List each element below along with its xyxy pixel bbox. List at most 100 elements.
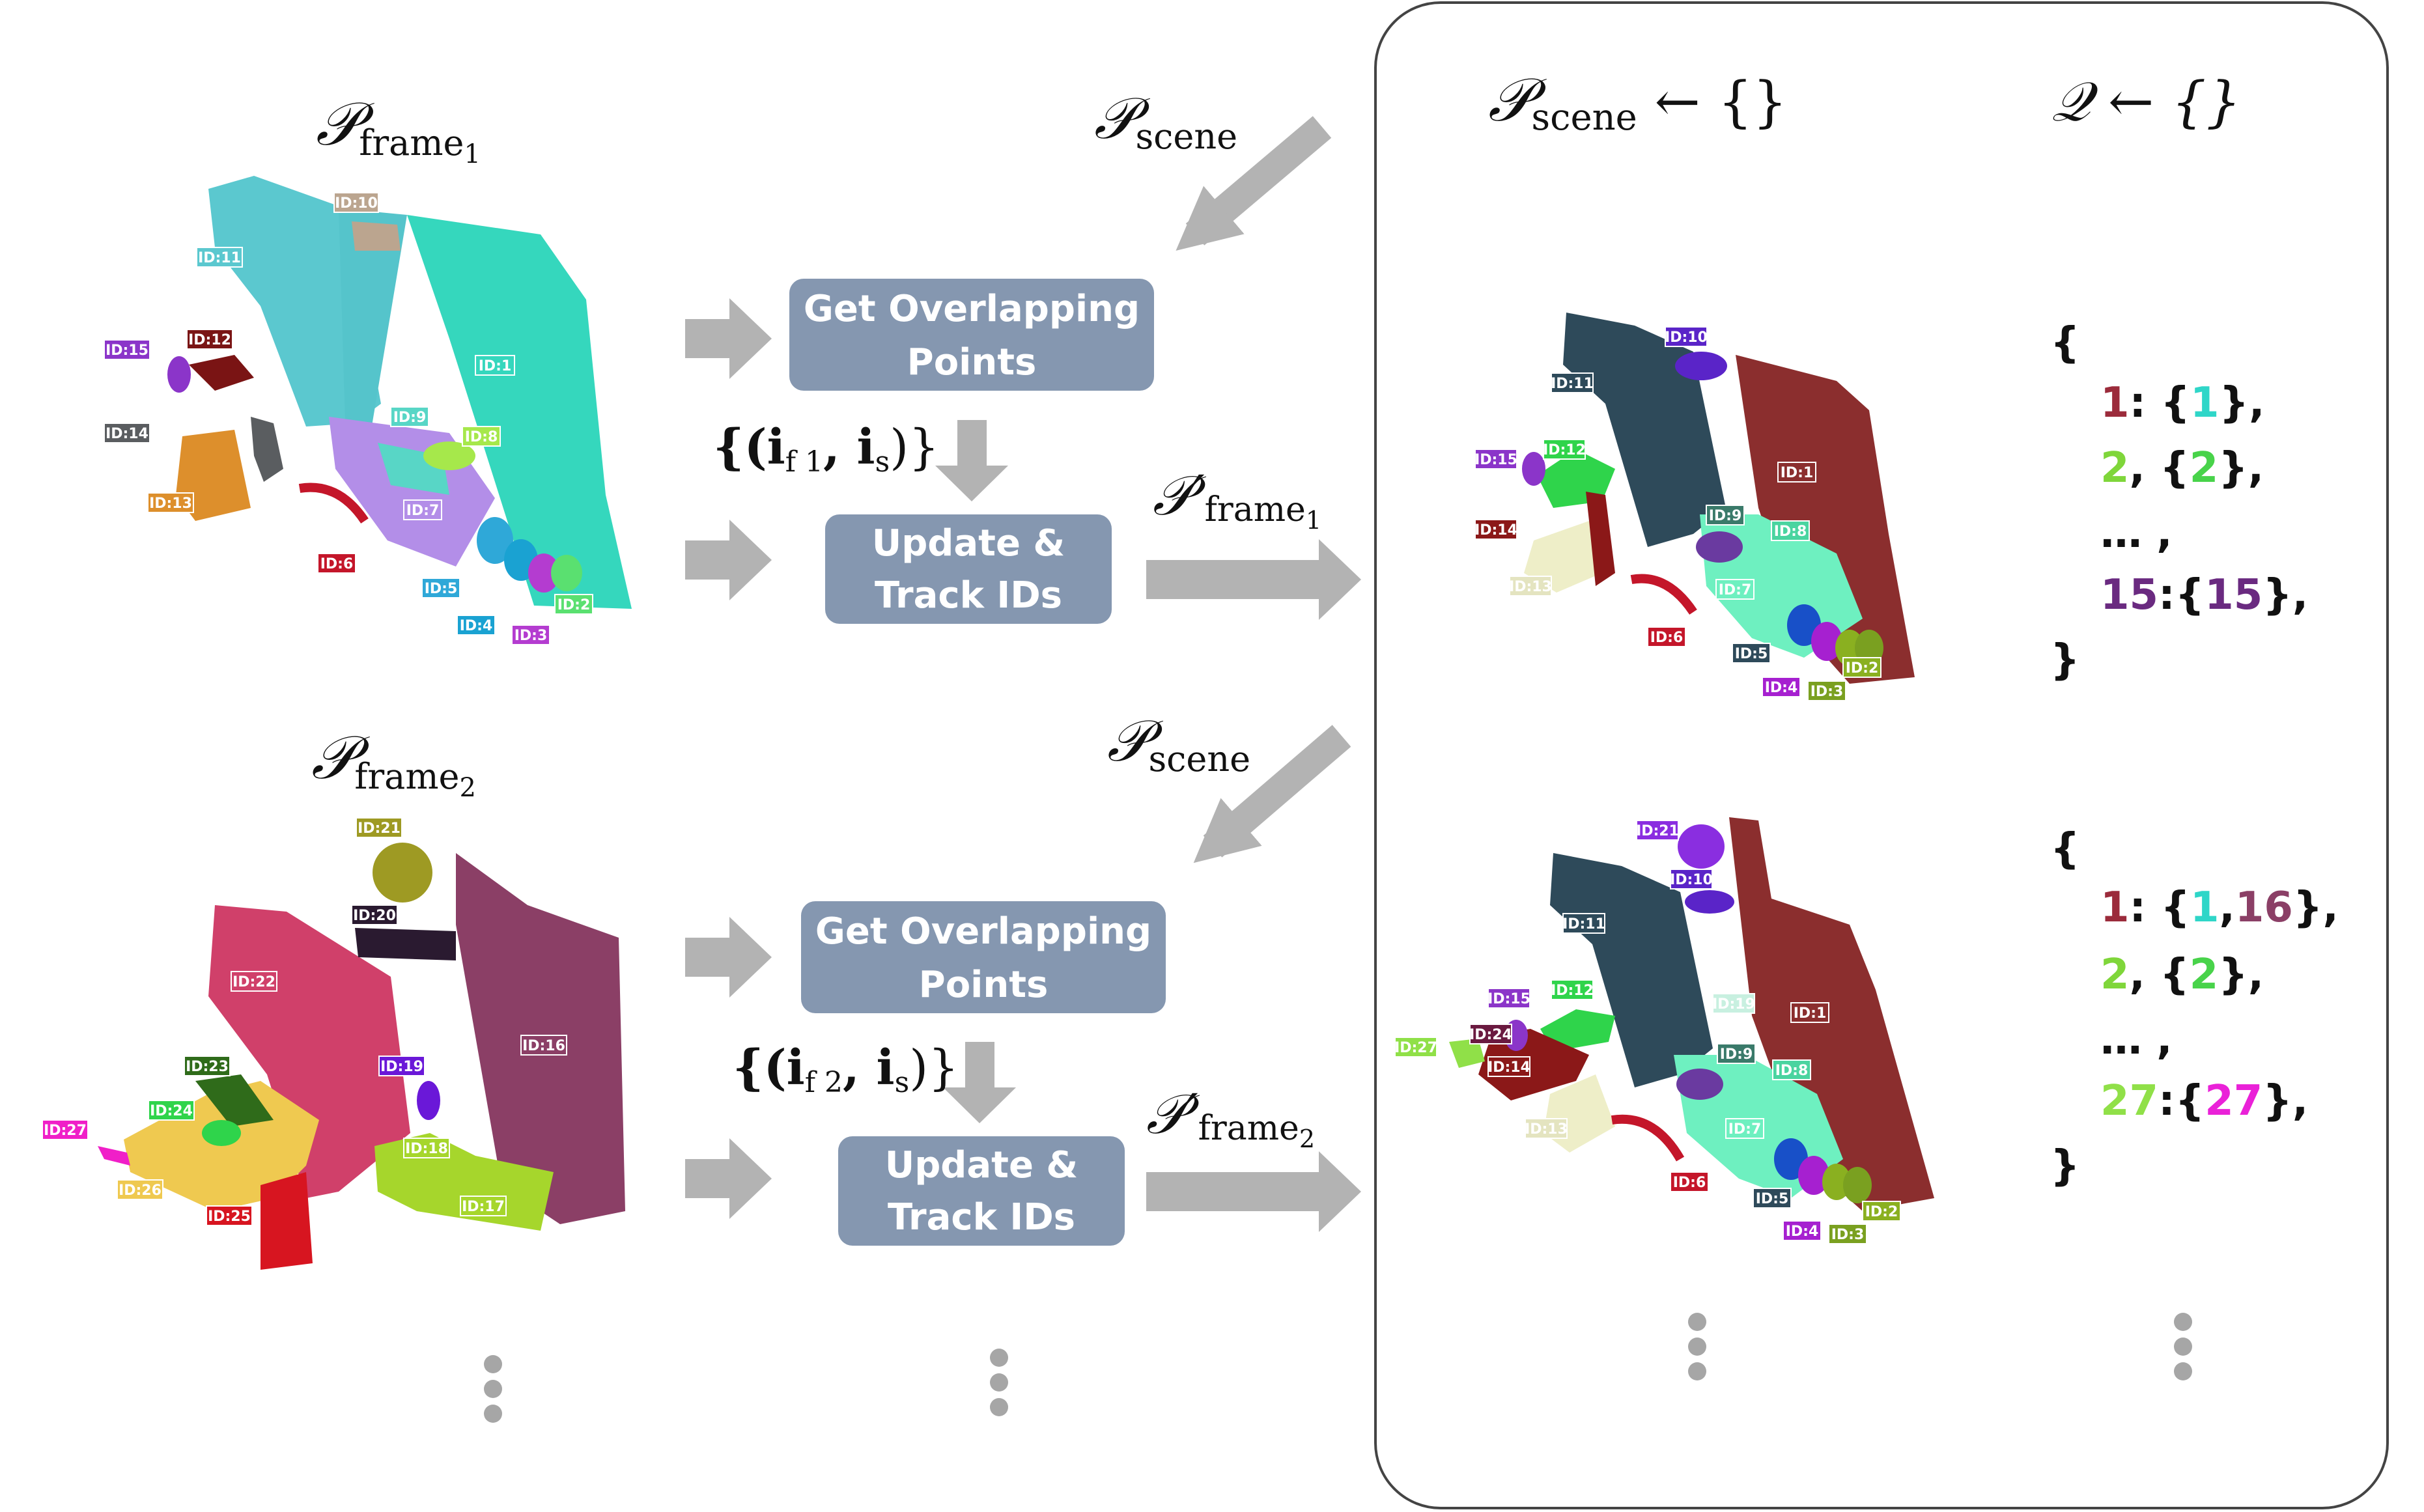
q2-close-brace: } [2050, 1142, 2080, 1190]
id-tag-label: ID:4 [1786, 1224, 1819, 1240]
id-tag-label: ID:11 [198, 250, 241, 266]
id-tag-label: ID:7 [1719, 582, 1752, 598]
id-tag-label: ID:3 [514, 628, 548, 644]
id-tag-label: ID:9 [1709, 508, 1742, 524]
id-tag-label: ID:9 [1720, 1046, 1753, 1063]
q1-close-brace: } [2050, 636, 2080, 684]
id-tag-label: ID:4 [1765, 680, 1798, 696]
q1-row2: 2, {2}, [2100, 444, 2264, 492]
q1-row3: 15:{15}, [2100, 571, 2308, 619]
id-tag-label: ID:1 [479, 358, 512, 374]
id-tag-label: ID:22 [233, 974, 275, 990]
overlap-box-2: Get Overlapping Points [801, 901, 1166, 1013]
id-tag-label: ID:19 [380, 1059, 423, 1075]
arrow-frame1-to-update [685, 520, 772, 600]
dots-col-frames [484, 1355, 502, 1423]
label-p-prime-frame1: 𝒫′frame1 [1153, 464, 1321, 535]
id-tag-label: ID:10 [1670, 872, 1713, 888]
id-tag-label: ID:27 [1394, 1040, 1437, 1056]
update-box-2-line1: Update & [885, 1144, 1078, 1186]
id-tag-label: ID:2 [1846, 660, 1879, 677]
scene-panel-border [1374, 1, 2389, 1509]
id-tag-label: ID:25 [208, 1209, 251, 1225]
arrow-overlap1-to-update1 [935, 420, 1008, 501]
id-tag-label: ID:21 [1636, 823, 1679, 839]
id-tag-label: ID:17 [462, 1199, 505, 1215]
label-p-frame1: 𝒫frame1 [316, 89, 481, 169]
q2-row2: 2, {2}, [2100, 951, 2264, 999]
arrow-update2-to-scene [1146, 1151, 1361, 1232]
arrows [685, 298, 1361, 1232]
pointcloud-scene1 [1522, 313, 1915, 684]
id-tag-label: ID:5 [425, 581, 458, 597]
id-tag-label: ID:11 [1562, 916, 1605, 932]
overlap-box-2-line1: Get Overlapping [815, 910, 1151, 953]
id-tag-label: ID:24 [1469, 1027, 1512, 1043]
arrow-update1-to-scene [1146, 539, 1361, 620]
id-tag-label: ID:3 [1831, 1227, 1865, 1243]
id-tag-label: ID:15 [106, 343, 148, 359]
label-init-q: 𝒬 ← {} [2051, 70, 2241, 133]
id-tag-label: ID:9 [393, 410, 427, 426]
id-tag-label: ID:12 [1543, 442, 1586, 458]
frame2-id-tags: ID:21 ID:20 ID:22 ID:16 ID:23 ID:19 ID:2… [42, 817, 567, 1226]
dots-col-scene [1688, 1313, 1706, 1380]
ellipsis-dots [484, 1313, 2192, 1423]
id-tag-label: ID:26 [119, 1183, 162, 1199]
id-tag-label: ID:7 [1728, 1121, 1762, 1138]
q2-ellipsis: … , [2100, 1016, 2173, 1064]
frame1-id-tags: ID:10 ID:11 ID:15 ID:12 ID:1 ID:14 ID:9 … [104, 192, 593, 645]
id-tag-label: ID:14 [106, 426, 148, 442]
id-tag-label: ID:11 [1551, 376, 1594, 392]
update-box-1-line2: Track IDs [875, 574, 1062, 617]
id-tag-label: ID:16 [522, 1038, 565, 1054]
overlap-box-1: Get Overlapping Points [789, 279, 1154, 391]
id-tag-label: ID:10 [1665, 329, 1708, 346]
id-tag-label: ID:10 [335, 195, 378, 212]
id-tag-label: ID:2 [1865, 1204, 1898, 1220]
q1-ellipsis: … , [2100, 509, 2173, 557]
scene2-id-tags: ID:21 ID:10 ID:11 ID:15 ID:12 ID:19 ID:1… [1394, 820, 1901, 1244]
id-tag-label: ID:8 [1775, 1063, 1809, 1079]
id-tag-label: ID:13 [1525, 1121, 1568, 1138]
dots-col-boxes [990, 1349, 1008, 1416]
q1-row1: 1: {1}, [2100, 379, 2264, 427]
id-tag-label: ID:15 [1474, 452, 1517, 468]
id-tag-label: ID:1 [1781, 465, 1814, 481]
q-dict-2: { 1: {1,16}, 2, {2}, … , 27:{27}, } [2050, 825, 2339, 1190]
q-dict-1: { 1: {1}, 2, {2}, … , 15:{15}, } [2050, 319, 2308, 684]
pointcloud-frame1 [167, 176, 632, 609]
scene1-id-tags: ID:10 ID:11 ID:15 ID:12 ID:1 ID:14 ID:9 … [1474, 326, 1881, 701]
arrow-frame2-to-overlap [685, 917, 772, 998]
arrow-frame1-to-overlap [685, 298, 772, 379]
q2-row3: 27:{27}, [2100, 1077, 2308, 1125]
id-tag-label: ID:1 [1794, 1005, 1827, 1022]
label-p-scene-1: 𝒫scene [1094, 85, 1237, 157]
id-tag-label: ID:5 [1756, 1191, 1789, 1207]
dots-col-q [2174, 1313, 2192, 1380]
arrow-pscene-in-1 [1176, 116, 1332, 251]
id-tag-label: ID:7 [406, 503, 440, 519]
id-tag-label: ID:14 [1487, 1059, 1530, 1076]
id-tag-label: ID:20 [353, 908, 396, 924]
overlap-box-2-line2: Points [919, 964, 1049, 1006]
overlap-box-1-line2: Points [907, 341, 1037, 384]
id-tag-label: ID:24 [150, 1103, 193, 1119]
q2-open-brace: { [2050, 825, 2080, 873]
id-tag-label: ID:5 [1735, 646, 1768, 662]
id-tag-label: ID:15 [1487, 991, 1530, 1007]
q2-row1: 1: {1,16}, [2100, 884, 2339, 932]
label-p-frame2: 𝒫frame2 [311, 723, 476, 803]
id-tag-label: ID:8 [465, 429, 498, 445]
arrow-pscene-in-2 [1193, 725, 1351, 863]
id-tag-label: ID:12 [1551, 983, 1594, 999]
id-tag-label: ID:14 [1474, 522, 1517, 539]
q1-open-brace: { [2050, 319, 2080, 367]
id-tag-label: ID:21 [358, 820, 401, 837]
label-pairs-1: {(if 1, is)} [713, 419, 939, 479]
label-p-prime-frame2: 𝒫′frame2 [1146, 1082, 1315, 1153]
id-tag-label: ID:23 [186, 1059, 229, 1075]
id-tag-label: ID:18 [405, 1141, 448, 1157]
id-tag-label: ID:19 [1712, 996, 1755, 1013]
